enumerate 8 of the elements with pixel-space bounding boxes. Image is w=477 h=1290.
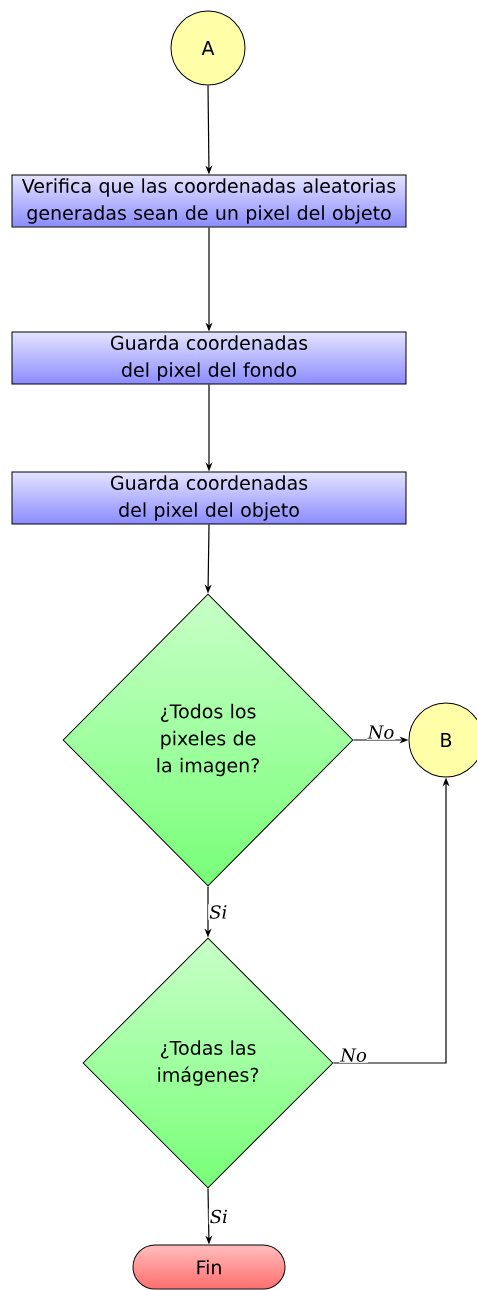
edge-label: No	[339, 1047, 368, 1063]
process-box: Verifica que las coordenadas aleatorias generadas sean de un pixel del objeto	[11, 174, 407, 228]
edge-label: No	[366, 724, 396, 740]
edge-label: Si	[208, 1208, 229, 1225]
end-terminal: Fin	[132, 1244, 286, 1290]
process-box: Guarda coordenadas del pixel del objeto	[11, 471, 407, 525]
edge-label: Si	[208, 904, 229, 920]
process-box: Guarda coordenadas del pixel del fondo	[11, 331, 407, 385]
